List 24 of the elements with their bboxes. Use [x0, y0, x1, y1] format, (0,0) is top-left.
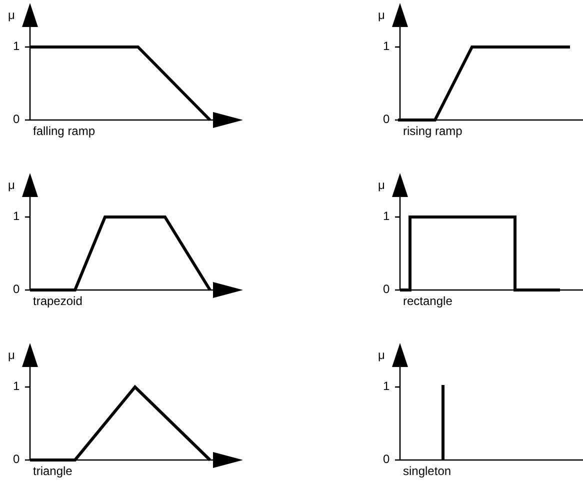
curve-name: rising ramp: [403, 124, 462, 138]
curve-name: singleton: [403, 464, 452, 478]
tick-label: 1: [13, 379, 20, 393]
tick-label: 0: [13, 452, 20, 466]
tick-label: 1: [383, 209, 390, 223]
tick-label: 0: [13, 282, 20, 296]
axis-label: μ: [8, 8, 15, 22]
curve-name: triangle: [33, 464, 72, 478]
axis-label: μ: [8, 178, 15, 192]
tick-label: 1: [13, 39, 20, 53]
tick-label: 1: [13, 209, 20, 223]
axis-label: μ: [378, 178, 385, 192]
axis-label: μ: [378, 8, 385, 22]
axis-label: μ: [8, 348, 15, 362]
tick-label: 1: [383, 39, 390, 53]
curve-name: trapezoid: [33, 294, 82, 308]
tick-label: 0: [383, 282, 390, 296]
tick-label: 0: [383, 452, 390, 466]
tick-label: 0: [13, 112, 20, 126]
tick-label: 0: [383, 112, 390, 126]
curve-name: rectangle: [403, 294, 452, 308]
axis-label: μ: [378, 348, 385, 362]
tick-label: 1: [383, 379, 390, 393]
curve-name: falling ramp: [33, 124, 96, 138]
